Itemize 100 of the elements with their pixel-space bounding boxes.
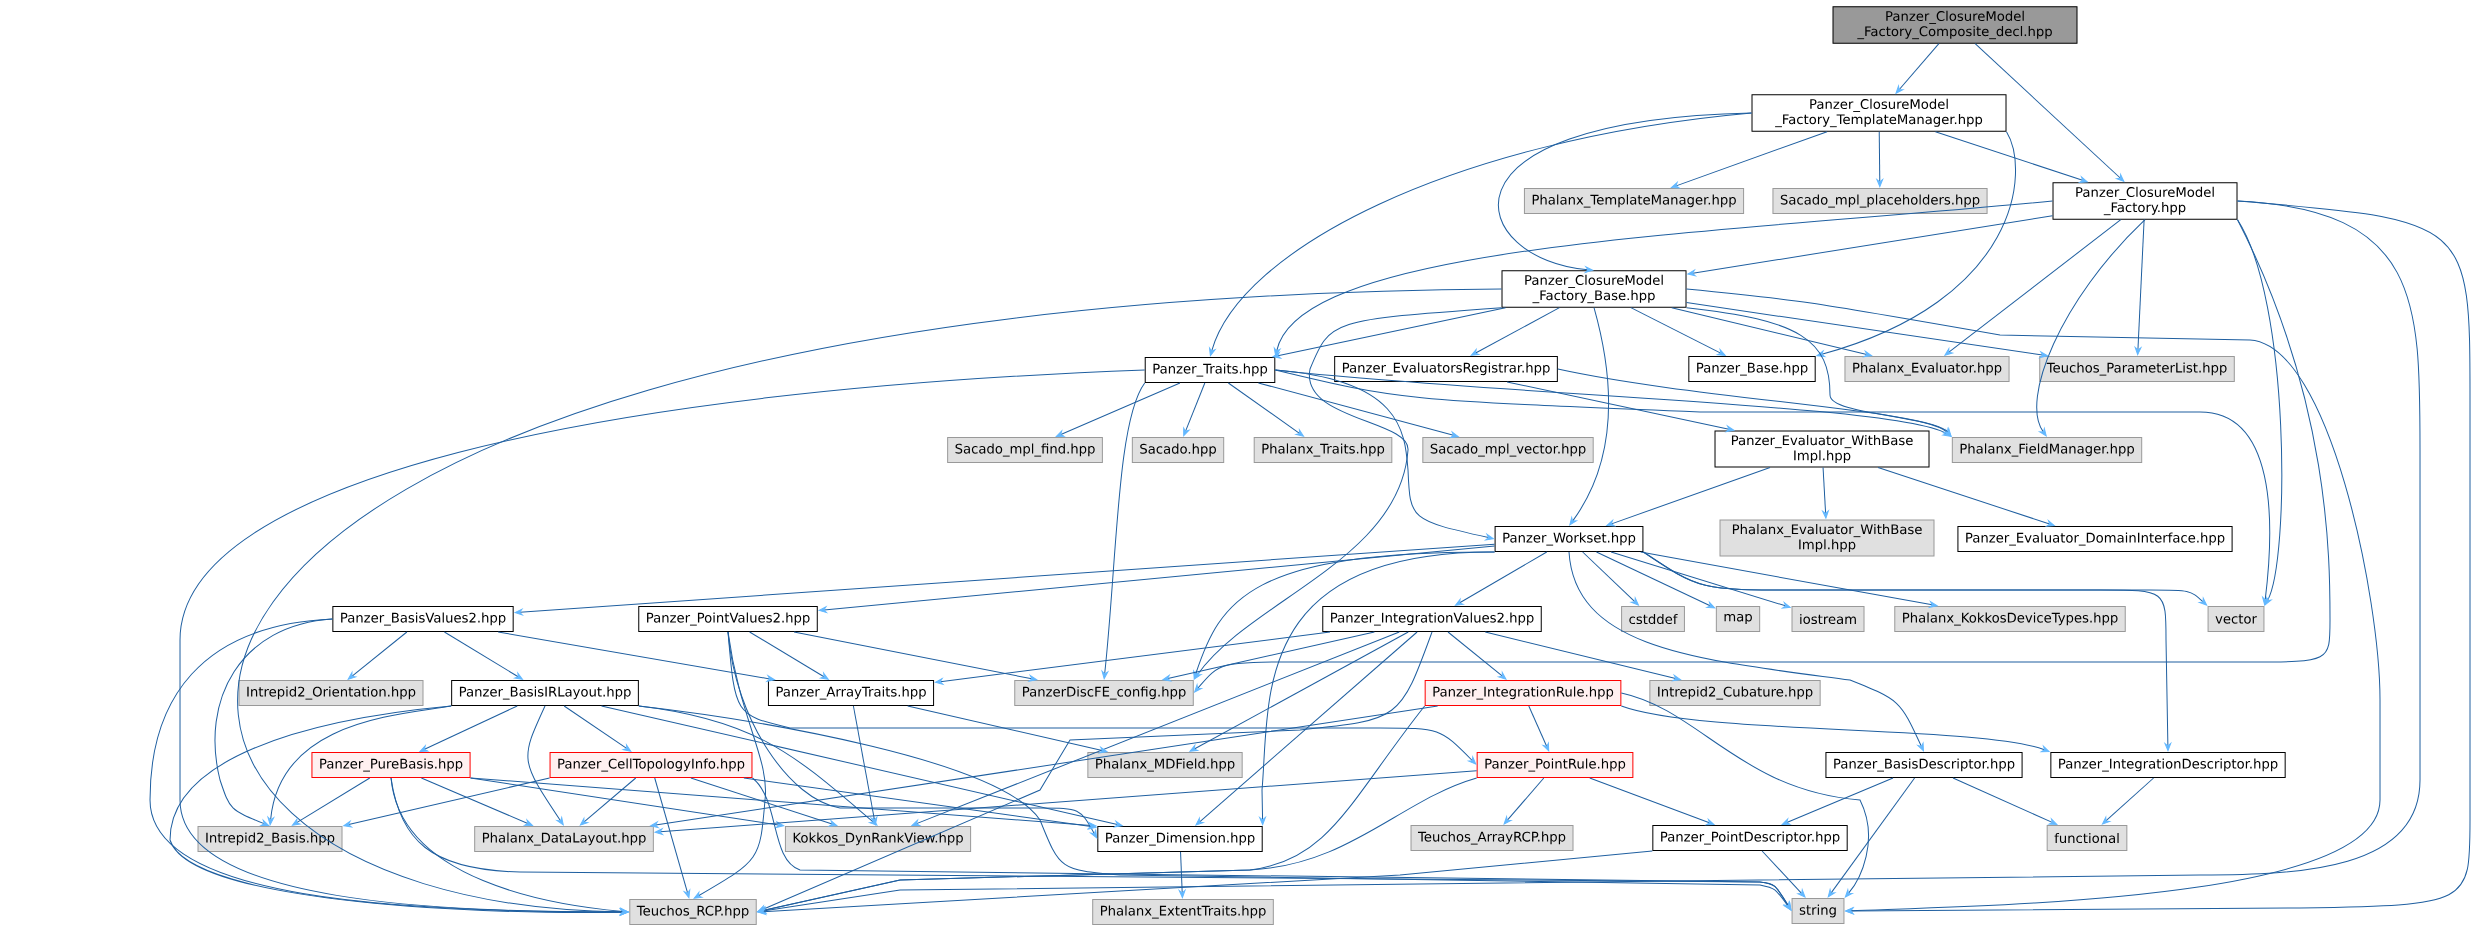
file-box: Teuchos_ArrayRCP.hpp (1410, 825, 1574, 851)
file-box: Panzer_ClosureModel _Factory_Base.hpp (1501, 270, 1687, 308)
file-box: functional (2046, 825, 2128, 851)
arrow (1257, 382, 1459, 439)
file-box: Panzer_PointValues2.hpp (638, 606, 818, 632)
file-box: Panzer_IntegrationDescriptor.hpp (2050, 752, 2286, 778)
file-box: Phalanx_Traits.hpp (1253, 437, 1393, 463)
arrow (1227, 382, 1305, 437)
arrow (793, 631, 1038, 682)
arrow (654, 770, 1478, 835)
arrow (690, 777, 838, 827)
arrow (527, 705, 564, 826)
file-box: Intrepid2_Cubature.hpp (1649, 680, 1821, 706)
file-box: Panzer_Traits.hpp (1144, 357, 1276, 383)
arrow (1827, 777, 1916, 898)
arrow (1162, 631, 1375, 682)
file-box: Panzer_ClosureModel _Factory_TemplateManager.hpp (1751, 94, 2007, 132)
arrow (1816, 131, 2016, 357)
arrow (2134, 219, 2145, 356)
arrow (1686, 302, 2048, 359)
file-box: Teuchos_RCP.hpp (629, 899, 757, 925)
arrow (1273, 200, 2053, 357)
arrow (1484, 631, 1681, 682)
arrow (1454, 551, 1548, 606)
file-box: Panzer_Evaluator_DomainInterface.hpp (1957, 526, 2233, 552)
arrow (1640, 551, 1938, 608)
file-box: Panzer_PointDescriptor.hpp (1652, 825, 1848, 851)
arrow (514, 543, 1496, 616)
file-box: Panzer_Evaluator_WithBase Impl.hpp (1714, 430, 1930, 468)
arrow (757, 631, 1433, 912)
file-box: Sacado_mpl_vector.hpp (1422, 437, 1594, 463)
arrow (693, 631, 767, 899)
file-box: map (1715, 606, 1761, 632)
arrow (852, 705, 878, 826)
arrow (470, 777, 1097, 829)
arrow (601, 705, 1123, 828)
file-box: Phalanx_Evaluator_WithBase Impl.hpp (1719, 519, 1935, 557)
file-box: Panzer_ArrayTraits.hpp (767, 680, 935, 706)
file-box: Phalanx_FieldManager.hpp (1951, 437, 2143, 463)
arrow (818, 545, 1496, 614)
arrow (1686, 288, 2381, 914)
file-box: Phalanx_Evaluator.hpp (1844, 356, 2010, 382)
arrow (727, 631, 1477, 765)
arrow (1274, 369, 1494, 541)
arrow (1822, 467, 1829, 519)
file-box: Panzer_IntegrationRule.hpp (1424, 680, 1622, 706)
file-box: Sacado.hpp (1131, 437, 1225, 463)
arrow (343, 777, 551, 828)
arrow (2036, 219, 2146, 437)
arrow (443, 631, 523, 680)
file-box: iostream (1791, 606, 1865, 632)
arrow (1642, 551, 2172, 752)
file-box: Phalanx_MDField.hpp (1087, 752, 1243, 778)
arrow (907, 705, 1108, 754)
arrow (1272, 307, 1506, 359)
arrow (497, 631, 775, 682)
file-box: Panzer_Workset.hpp (1494, 526, 1644, 552)
arrow (1447, 631, 1507, 680)
arrow (1761, 850, 1806, 898)
arrow (1194, 307, 1502, 680)
arrow (1189, 631, 1409, 752)
arrow (1620, 692, 1869, 898)
arrow (419, 705, 518, 752)
arrow (563, 705, 632, 752)
file-box: Panzer_ClosureModel _Factory_Composite_decl.hpp (1832, 6, 2078, 44)
file-box: Panzer_BasisIRLayout.hpp (451, 680, 639, 706)
arrow (650, 705, 1439, 829)
arrow (757, 777, 1478, 914)
file-box: Panzer_CellTopologyInfo.hpp (549, 752, 753, 778)
file-box: Panzer_IntegrationValues2.hpp (1322, 606, 1542, 632)
arrow (1209, 112, 1752, 357)
arrow (1101, 382, 1146, 680)
file-box: Panzer_ClosureModel _Factory.hpp (2052, 182, 2238, 220)
arrow (1470, 307, 1560, 356)
file-box: Sacado_mpl_placeholders.hpp (1772, 188, 1988, 214)
arrow (1974, 43, 2125, 182)
file-box: string (1791, 898, 1845, 924)
file-box: PanzerDiscFE_config.hpp (1014, 680, 1194, 706)
file-box: Panzer_BasisDescriptor.hpp (1825, 752, 2023, 778)
arrow (1568, 551, 1924, 752)
arrow (757, 850, 1653, 915)
arrow (1194, 219, 2331, 693)
arrow (654, 777, 691, 899)
arrow (1934, 131, 2088, 183)
arrow (749, 631, 829, 680)
arrow (1582, 551, 1639, 606)
file-box: Sacado_mpl_find.hpp (947, 437, 1103, 463)
arrow (1895, 43, 1940, 94)
arrow (1557, 368, 1952, 437)
arrow (1183, 382, 1206, 437)
arrow (470, 777, 785, 829)
file-box: Intrepid2_Orientation.hpp (238, 680, 424, 706)
arrow (1781, 777, 1894, 825)
arrow (1606, 467, 1771, 527)
arrow (420, 777, 533, 826)
arrow (1503, 777, 1545, 825)
arrow (169, 705, 629, 916)
arrow (911, 631, 1400, 827)
arrow (1055, 382, 1181, 437)
file-box: Phalanx_DataLayout.hpp (474, 826, 654, 852)
